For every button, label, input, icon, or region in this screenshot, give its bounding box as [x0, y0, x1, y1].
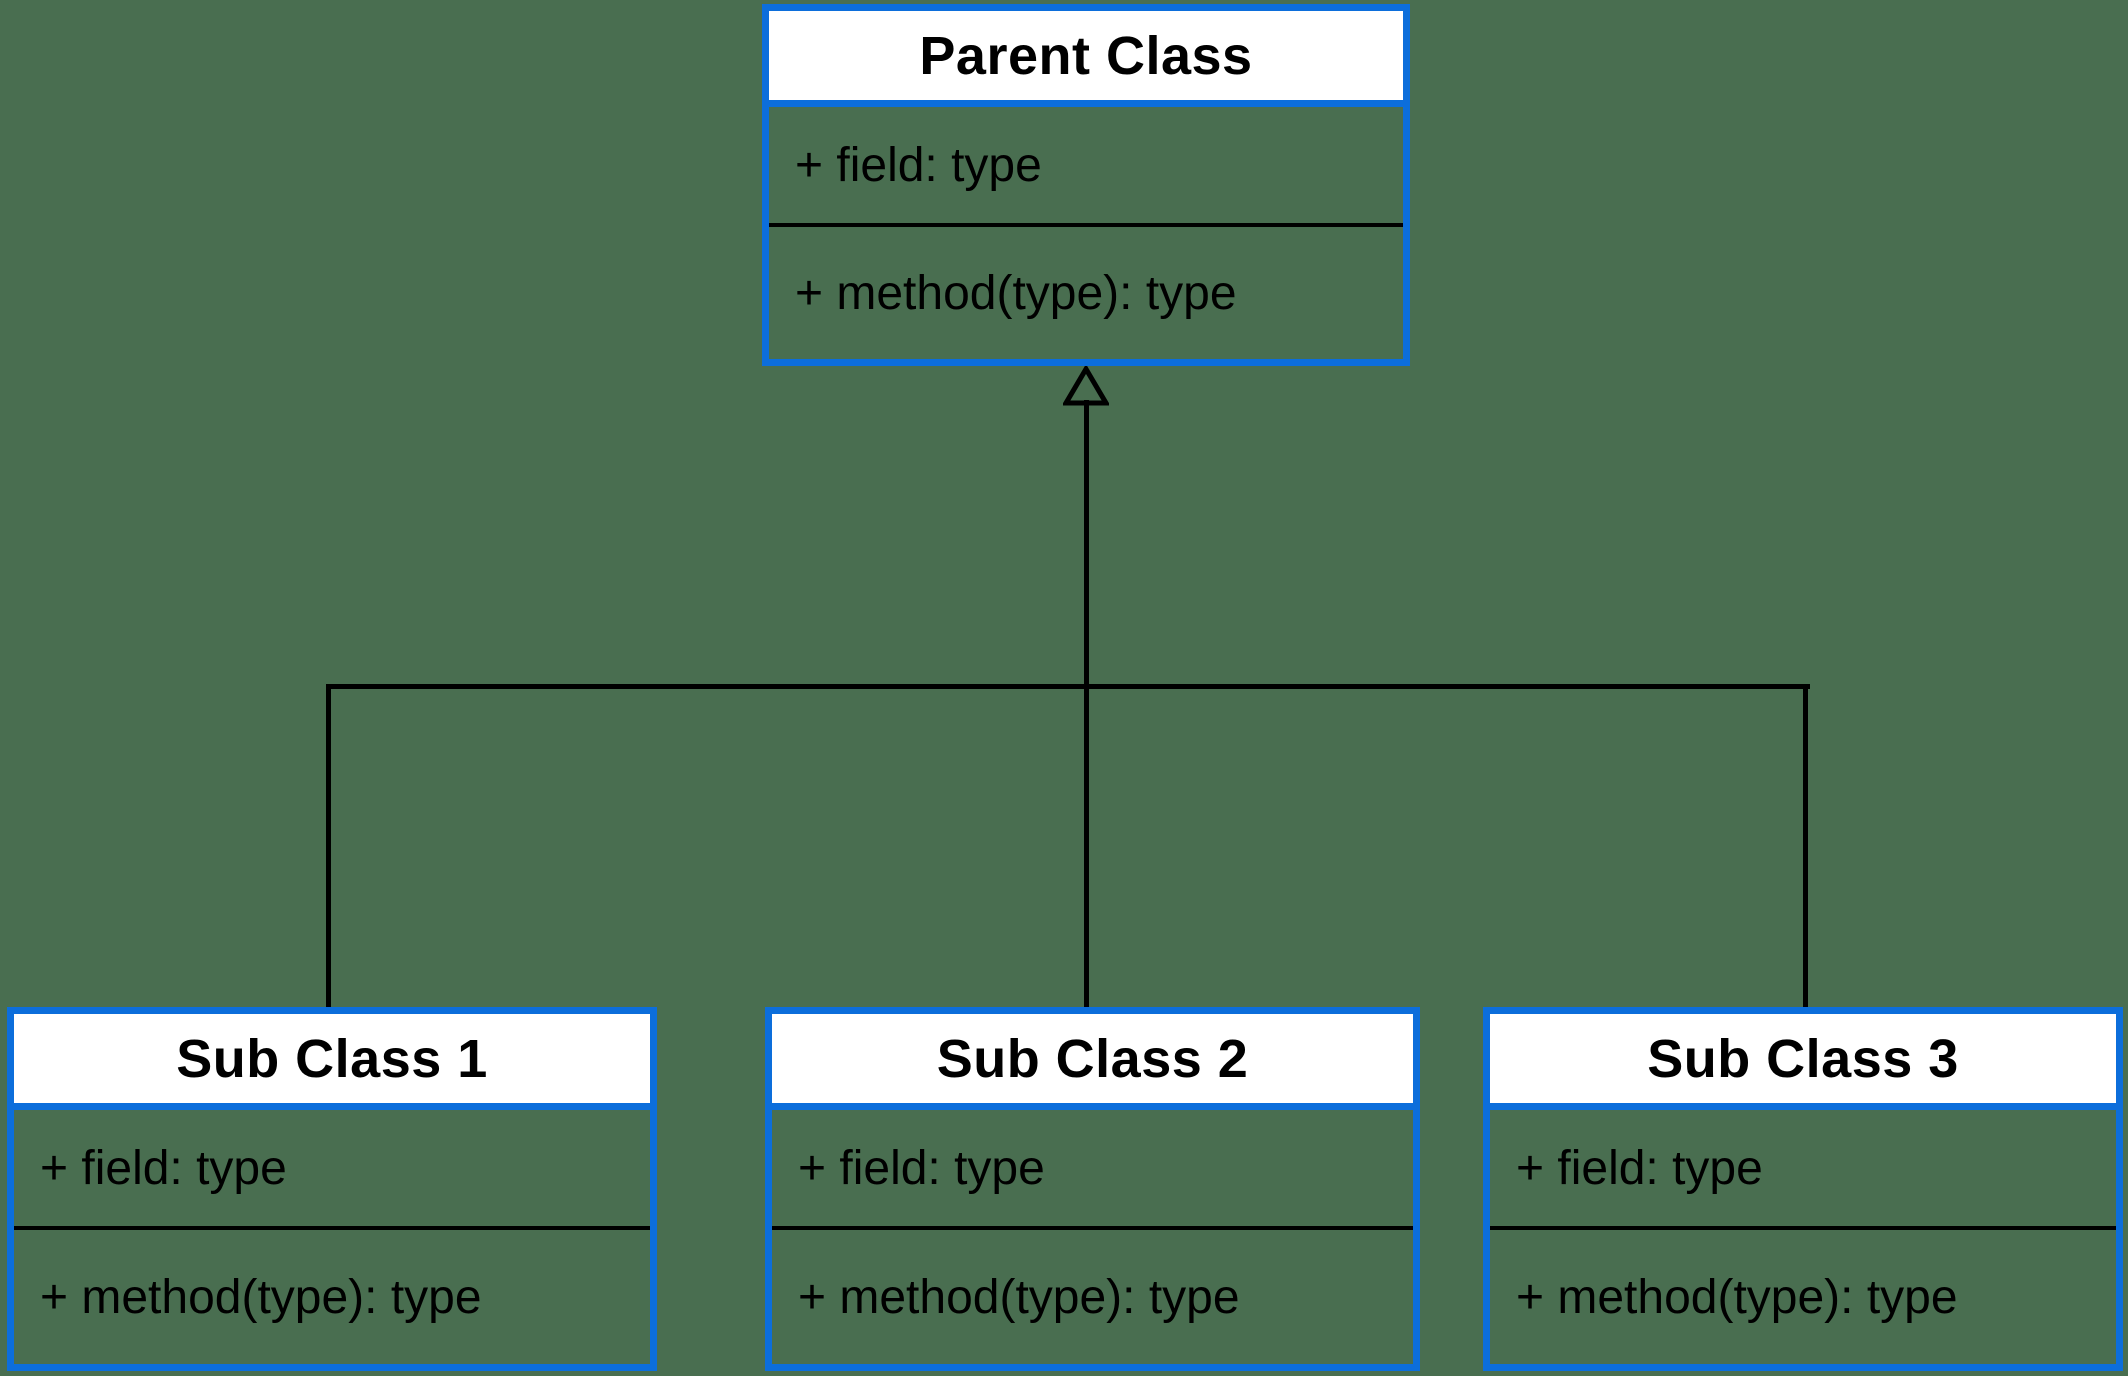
class-fields-sub2: + field: type: [772, 1110, 1413, 1230]
class-methods-parent: + method(type): type: [795, 266, 1237, 320]
inheritance-edge-right[interactable]: [1803, 684, 1808, 1007]
class-methods-sub3: + method(type): type: [1516, 1270, 1958, 1324]
class-box-parent[interactable]: Parent Class + field: type + method(type…: [762, 4, 1410, 366]
inheritance-edge-left[interactable]: [326, 684, 331, 1007]
class-title-sub2: Sub Class 2: [772, 1014, 1413, 1110]
class-title-sub1: Sub Class 1: [14, 1014, 650, 1110]
class-title-parent: Parent Class: [769, 11, 1403, 107]
class-methods-sub1: + method(type): type: [40, 1270, 482, 1324]
class-fields-sub1: + field: type: [14, 1110, 650, 1230]
inheritance-edge-horizontal[interactable]: [326, 684, 1810, 689]
inheritance-edge-middle[interactable]: [1084, 400, 1089, 1007]
class-title-sub3: Sub Class 3: [1490, 1014, 2116, 1110]
class-fields-parent: + field: type: [769, 107, 1403, 227]
class-box-sub1[interactable]: Sub Class 1 + field: type + method(type)…: [7, 1007, 657, 1371]
class-fields-sub3: + field: type: [1490, 1110, 2116, 1230]
class-methods-sub2: + method(type): type: [798, 1270, 1240, 1324]
class-box-sub2[interactable]: Sub Class 2 + field: type + method(type)…: [765, 1007, 1420, 1371]
class-box-sub3[interactable]: Sub Class 3 + field: type + method(type)…: [1483, 1007, 2123, 1371]
